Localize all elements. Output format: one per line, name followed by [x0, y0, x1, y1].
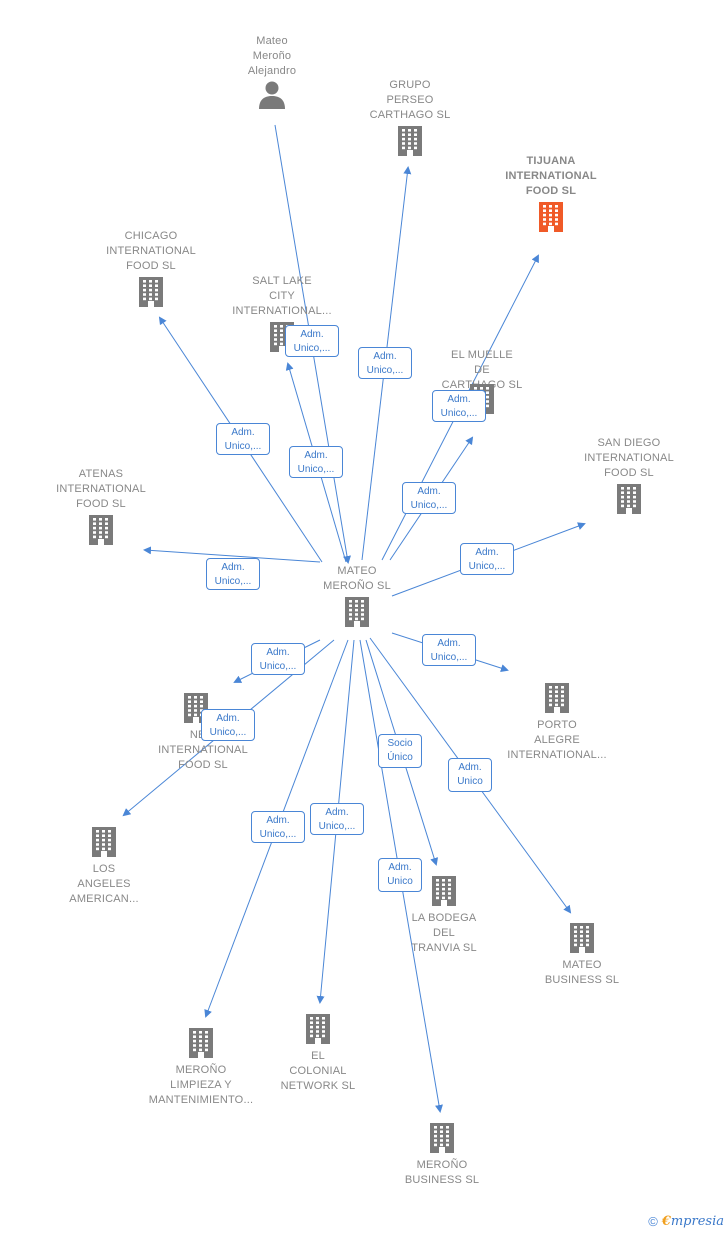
relation-badge[interactable]: Adm.Unico,...	[402, 482, 456, 514]
person-icon	[259, 81, 285, 109]
building-icon	[539, 202, 563, 232]
relation-badge[interactable]: Adm.Unico,...	[285, 325, 339, 357]
building-icon	[545, 683, 569, 713]
relation-badge[interactable]: Adm.Unico,...	[251, 643, 305, 675]
relation-badge[interactable]: Adm.Unico,...	[310, 803, 364, 835]
relation-badge[interactable]: Adm.Unico,...	[422, 634, 476, 666]
relation-badge[interactable]: Adm.Unico,...	[216, 423, 270, 455]
building-icon	[432, 876, 456, 906]
building-icon	[345, 597, 369, 627]
relation-badge[interactable]: Adm.Unico,...	[289, 446, 343, 478]
relation-edge	[143, 546, 321, 563]
relation-badge[interactable]: Adm.Unico,...	[251, 811, 305, 843]
copyright-icon: ©	[648, 1214, 658, 1229]
relation-badge[interactable]: Adm.Unico,...	[460, 543, 514, 575]
building-icon	[92, 827, 116, 857]
relation-badge[interactable]: Adm.Unico	[448, 758, 492, 792]
relation-badge[interactable]: Adm.Unico,...	[206, 558, 260, 590]
building-icon	[617, 484, 641, 514]
building-icon	[89, 515, 113, 545]
empresia-logo[interactable]: €mpresia	[661, 1214, 724, 1229]
building-icon	[570, 923, 594, 953]
brand-footer: © €mpresia	[648, 1214, 724, 1229]
relation-badge[interactable]: Adm.Unico,...	[358, 347, 412, 379]
relation-badge[interactable]: Adm.Unico,...	[201, 709, 255, 741]
building-icon	[189, 1028, 213, 1058]
relation-badge[interactable]: Adm.Unico	[378, 858, 422, 892]
building-icon	[430, 1123, 454, 1153]
building-icon	[139, 277, 163, 307]
building-icon	[398, 126, 422, 156]
relation-badge[interactable]: Adm.Unico,...	[432, 390, 486, 422]
building-icon	[306, 1014, 330, 1044]
